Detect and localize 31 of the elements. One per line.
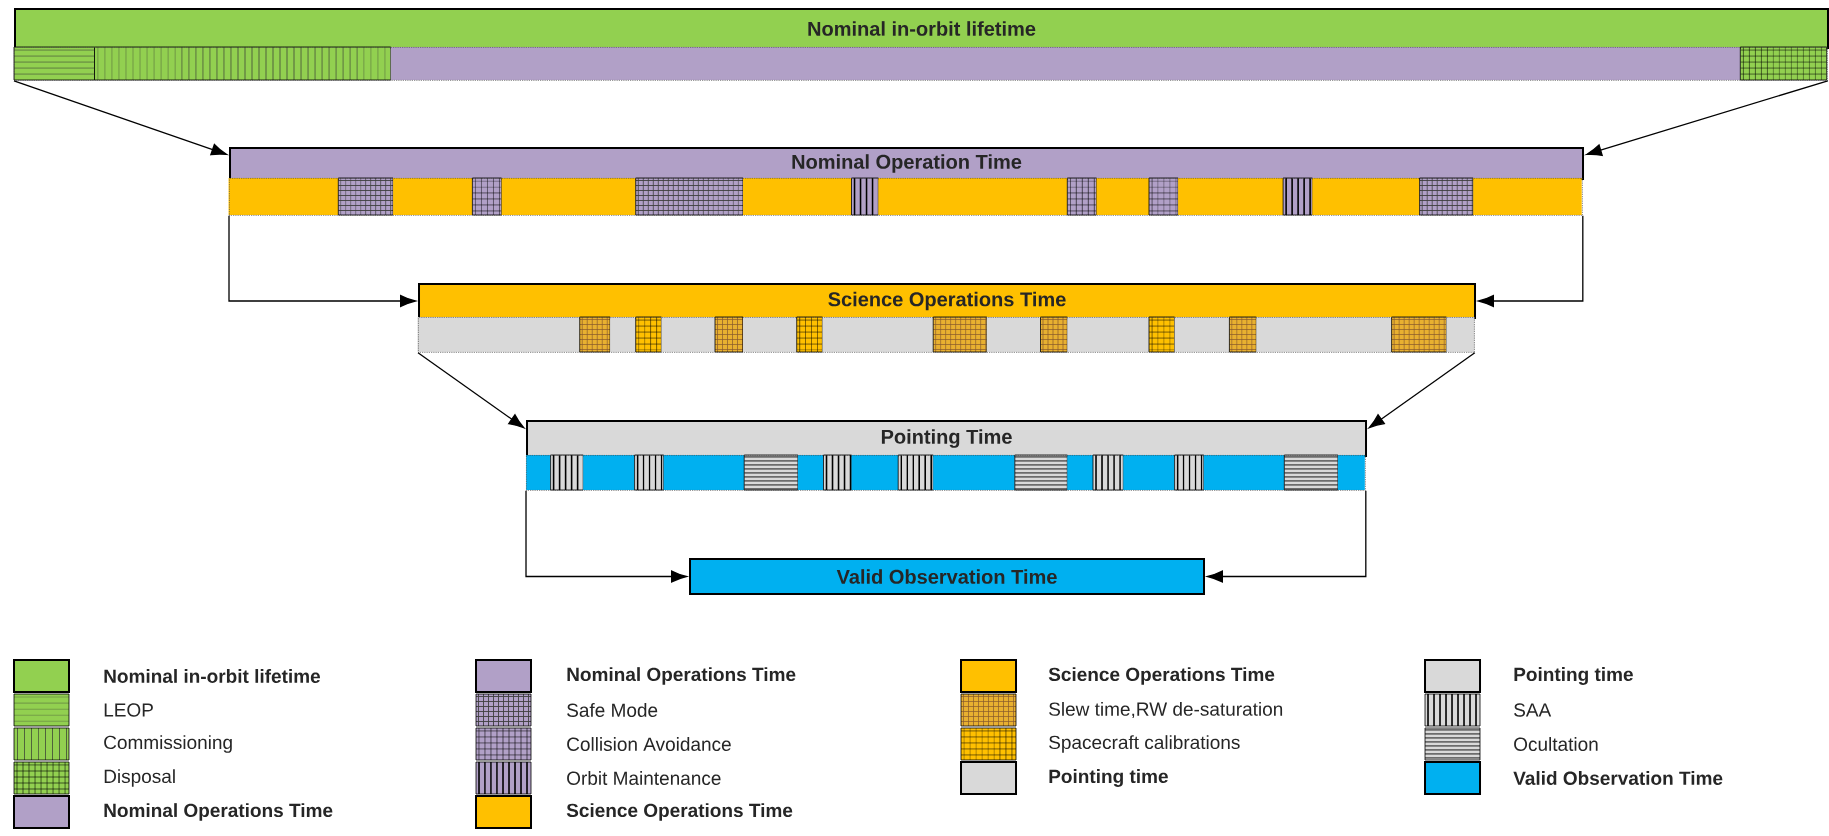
legend-label: SAA — [1514, 703, 1552, 717]
arrow — [525, 490, 687, 583]
legend-label: Valid Observation Time — [1513, 771, 1723, 785]
legend-label: Safe Mode — [567, 703, 658, 717]
legend-label: Disposal — [104, 769, 175, 787]
legend-label: Orbit Maintenance — [567, 771, 721, 785]
legend-label: Collision Avoidance — [567, 737, 731, 751]
legend-label: Spacecraft calibrations — [1049, 735, 1240, 753]
arrow — [1368, 352, 1476, 429]
legend-label: Science Operations Time — [1048, 667, 1275, 685]
segmented-bar-drawing — [526, 454, 1366, 491]
legend-label: Nominal Operations Time — [104, 803, 333, 821]
legend-label: Ocultation — [1514, 737, 1598, 751]
legend-label: Pointing time — [1514, 667, 1633, 685]
segmented-bar-drawing — [13, 46, 1828, 81]
legend-label: Slew time,RW de-saturation — [1049, 701, 1283, 719]
legend-label: Commissioning — [104, 735, 232, 753]
legend-label: Science Operations Time — [566, 803, 793, 821]
arrow — [228, 215, 416, 308]
legend-label: Nominal Operations Time — [567, 667, 796, 685]
legend-label: Pointing time — [1049, 769, 1168, 787]
timeline-header-bar: Valid Observation Time — [689, 558, 1205, 595]
legend-label: Nominal in-orbit lifetime — [104, 669, 320, 683]
arrow — [1207, 490, 1367, 583]
segmented-bar-drawing — [228, 177, 1583, 216]
segmented-bar-drawing — [417, 316, 1475, 353]
legend-label: LEOP — [104, 703, 153, 717]
arrow — [417, 352, 525, 429]
arrow — [1586, 80, 1829, 156]
arrow — [1478, 215, 1584, 308]
arrow — [13, 80, 228, 156]
